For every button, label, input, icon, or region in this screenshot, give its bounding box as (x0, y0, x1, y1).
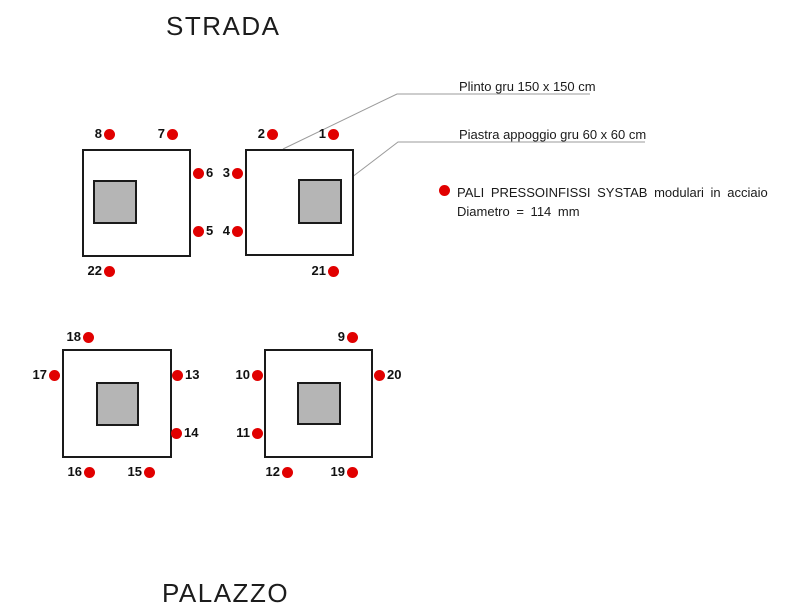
pile-dot-2 (267, 129, 278, 140)
pile-label-1: 1 (318, 126, 326, 141)
pile-label-5: 5 (206, 223, 214, 238)
strada-title: STRADA (166, 11, 281, 41)
pile-label-12: 12 (265, 464, 280, 479)
pile-label-6: 6 (206, 165, 214, 180)
pile-label-3: 3 (222, 165, 230, 180)
pile-dot-21 (328, 266, 339, 277)
callout-piastra-label: Piastra appoggio gru 60 x 60 cm (459, 127, 647, 142)
pile-dot-5 (193, 226, 204, 237)
pile-dot-20 (374, 370, 385, 381)
pile-label-4: 4 (222, 223, 230, 238)
pile-label-13: 13 (185, 367, 200, 382)
pile-label-9: 9 (337, 329, 345, 344)
legend-pile-dot-icon (439, 185, 450, 196)
pile-dot-7 (167, 129, 178, 140)
pile-dot-17 (49, 370, 60, 381)
plinth-top-left-plate (93, 180, 137, 224)
callout-plinto-label: Plinto gru 150 x 150 cm (459, 79, 596, 94)
pile-label-21: 21 (311, 263, 326, 278)
plinth-bottom-right-plate (297, 382, 341, 425)
pile-dot-18 (83, 332, 94, 343)
pile-dot-3 (232, 168, 243, 179)
pile-label-14: 14 (184, 425, 199, 440)
pile-label-2: 2 (257, 126, 265, 141)
plinth-top-right-plate (298, 179, 342, 224)
pile-label-16: 16 (67, 464, 82, 479)
legend-line-1: PALI PRESSOINFISSI SYSTAB modulari in ac… (457, 185, 768, 200)
pile-label-7: 7 (157, 126, 165, 141)
pile-dot-14 (171, 428, 182, 439)
pile-label-20: 20 (387, 367, 402, 382)
pile-dot-1 (328, 129, 339, 140)
pile-dot-10 (252, 370, 263, 381)
pile-dot-19 (347, 467, 358, 478)
pile-dot-6 (193, 168, 204, 179)
pile-dot-22 (104, 266, 115, 277)
pile-label-19: 19 (330, 464, 345, 479)
pile-dot-15 (144, 467, 155, 478)
pile-label-10: 10 (235, 367, 250, 382)
legend-line-2: Diametro = 114 mm (457, 204, 580, 219)
pile-dot-9 (347, 332, 358, 343)
legend-text: PALI PRESSOINFISSI SYSTAB modulari in ac… (457, 183, 768, 221)
pile-dot-11 (252, 428, 263, 439)
pile-dot-12 (282, 467, 293, 478)
pile-label-15: 15 (127, 464, 142, 479)
plinth-bottom-left-plate (96, 382, 139, 426)
pile-label-11: 11 (236, 425, 250, 440)
pile-dot-13 (172, 370, 183, 381)
pile-dot-4 (232, 226, 243, 237)
pile-label-8: 8 (94, 126, 102, 141)
pile-label-22: 22 (87, 263, 102, 278)
pile-label-18: 18 (66, 329, 81, 344)
palazzo-title: PALAZZO (162, 578, 290, 608)
pile-dot-16 (84, 467, 95, 478)
pile-dot-8 (104, 129, 115, 140)
pile-label-17: 17 (32, 367, 47, 382)
